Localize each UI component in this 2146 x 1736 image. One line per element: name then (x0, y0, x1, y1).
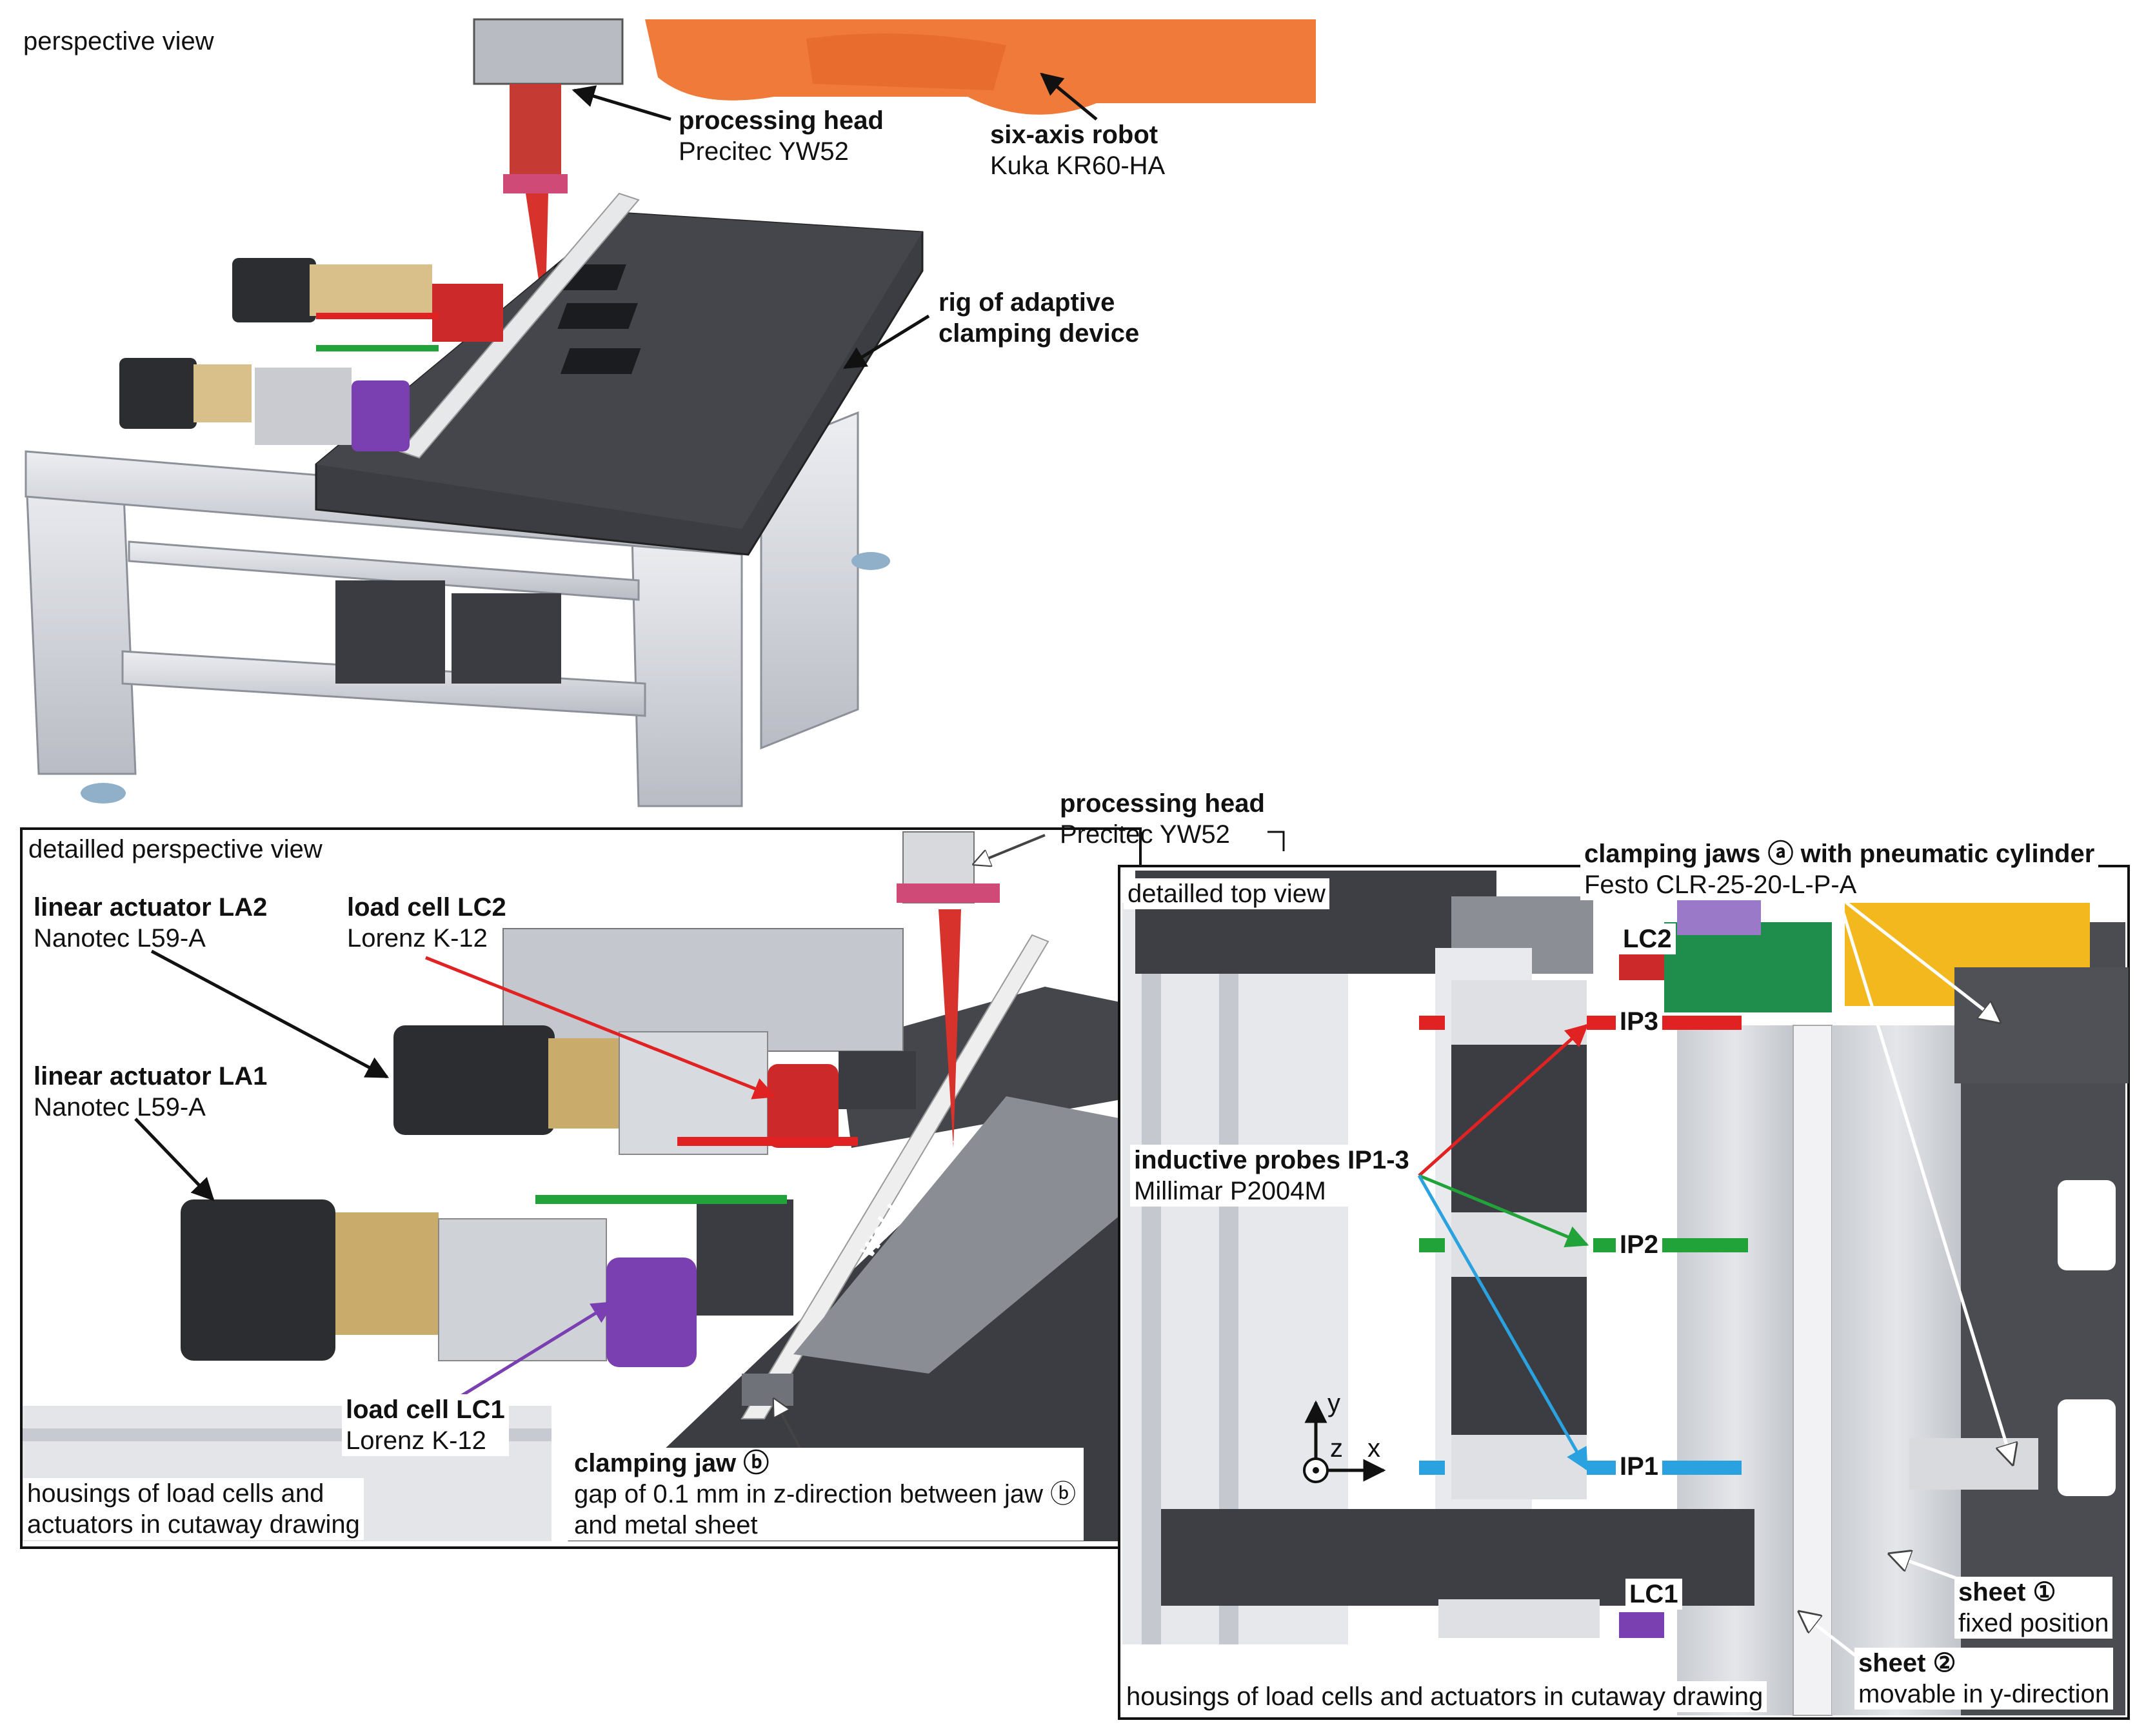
label-processing-head: processing head Precitec YW52 (679, 105, 884, 167)
arrow-la2 (150, 949, 390, 1079)
rig-line2: clamping device (939, 319, 1140, 348)
label-processing-head-2: processing head Precitec YW52 (1060, 788, 1265, 850)
lc1-model: Lorenz K-12 (346, 1426, 486, 1455)
la2-model: Nanotec L59-A (34, 924, 206, 952)
label-sheet2: sheet ② movable in y-direction (1854, 1648, 2114, 1710)
label-probes: inductive probes IP1-3 Millimar P2004M (1130, 1145, 1413, 1207)
tag-ip1: IP1 (1616, 1451, 1663, 1482)
processing-head-name: processing head (679, 106, 884, 135)
probes-name: inductive probes IP1-3 (1134, 1146, 1409, 1174)
lc2-name: load cell LC2 (347, 893, 506, 922)
label-rig: rig of adaptive clamping device (939, 287, 1139, 349)
clamping-jaw-b-line2: and metal sheet (574, 1511, 758, 1539)
robot-model: Kuka KR60-HA (990, 152, 1166, 180)
label-la2: linear actuator LA2 Nanotec L59-A (34, 892, 267, 954)
line-clamping-jaw-a-1 (1837, 895, 2000, 1022)
arrow-lc1 (444, 1301, 615, 1408)
perspective-view-title: perspective view (19, 26, 218, 57)
arrow-processing-head-2 (974, 834, 1046, 864)
tag-lc1: LC1 (1625, 1579, 1682, 1610)
axis-x-label: x (1367, 1434, 1380, 1463)
arrow-lc2 (425, 956, 777, 1100)
la2-name: linear actuator LA2 (34, 893, 268, 922)
arrow-processing-head (571, 85, 671, 121)
robot-name: six-axis robot (990, 121, 1158, 149)
line-ip1 (1417, 1174, 1589, 1472)
detail-perspective-title: detailled perspective view (25, 834, 326, 865)
rig-line1: rig of adaptive (939, 288, 1115, 317)
arrow-sheet2 (1800, 1612, 1859, 1659)
label-clamping-jaws-a: clamping jaws ⓐ with pneumatic cylinder … (1580, 838, 2099, 900)
label-lc2: load cell LC2 Lorenz K-12 (347, 892, 506, 954)
la1-model: Nanotec L59-A (34, 1093, 206, 1121)
clamping-jaws-a-model: Festo CLR-25-20-L-P-A (1584, 871, 1857, 899)
tag-lc2: LC2 (1619, 923, 1676, 954)
label-clamping-jaw-b: clamping jaw ⓑ gap of 0.1 mm in z-direct… (566, 1448, 1084, 1541)
line-ip3 (1418, 1023, 1589, 1177)
detail-perspective-illustration (23, 832, 1139, 1541)
coordinate-system (1303, 1400, 1386, 1483)
processing-head-2-model: Precitec YW52 (1060, 820, 1230, 849)
axis-z-label: z (1330, 1434, 1343, 1463)
processing-head-2-name: processing head (1060, 789, 1265, 818)
processing-head-model: Precitec YW52 (679, 137, 849, 166)
sheet1-desc: fixed position (1958, 1609, 2109, 1637)
label-housings-left: housings of load cells and actuators in … (23, 1478, 364, 1540)
housings-left-line1: housings of load cells and (27, 1479, 324, 1508)
arrow-la1 (134, 1118, 215, 1201)
clamping-jaw-b-name: clamping jaw ⓑ (574, 1449, 770, 1477)
tag-ip3: IP3 (1616, 1006, 1663, 1037)
housings-left-line2: actuators in cutaway drawing (27, 1510, 360, 1539)
probes-model: Millimar P2004M (1134, 1177, 1326, 1205)
label-lc1: load cell LC1 Lorenz K-12 (342, 1394, 509, 1456)
line-clamping-jaw-a-2 (1836, 896, 2012, 1464)
la1-name: linear actuator LA1 (34, 1062, 268, 1090)
arrow-sheet1 (1890, 1554, 1962, 1582)
label-housings-right: housings of load cells and actuators in … (1122, 1681, 1767, 1712)
sheet2-desc: movable in y-direction (1858, 1680, 2110, 1708)
axis-y-label: y (1327, 1389, 1340, 1417)
label-robot: six-axis robot Kuka KR60-HA (990, 119, 1165, 181)
perspective-view-illustration (25, 18, 1316, 807)
label-la1: linear actuator LA1 Nanotec L59-A (34, 1061, 267, 1123)
lc1-name: load cell LC1 (346, 1396, 505, 1424)
sheet1-name: sheet ① (1958, 1578, 2056, 1606)
arrow-clamping-jaw-b (774, 1399, 801, 1448)
arrow-robot (1040, 72, 1098, 121)
line-ip2 (1418, 1174, 1589, 1248)
tag-ip2: IP2 (1616, 1229, 1663, 1260)
clamping-jaws-a-name: clamping jaws ⓐ with pneumatic cylinder (1584, 840, 2095, 868)
detail-top-title: detailled top view (1124, 878, 1329, 909)
clamping-jaw-b-line1: gap of 0.1 mm in z-direction between jaw… (574, 1480, 1077, 1508)
bracket-processing-head-2 (1267, 831, 1285, 851)
label-sheet1: sheet ① fixed position (1954, 1577, 2113, 1639)
lc2-model: Lorenz K-12 (347, 924, 488, 952)
arrow-rig (843, 314, 930, 370)
sheet2-name: sheet ② (1858, 1649, 1956, 1677)
